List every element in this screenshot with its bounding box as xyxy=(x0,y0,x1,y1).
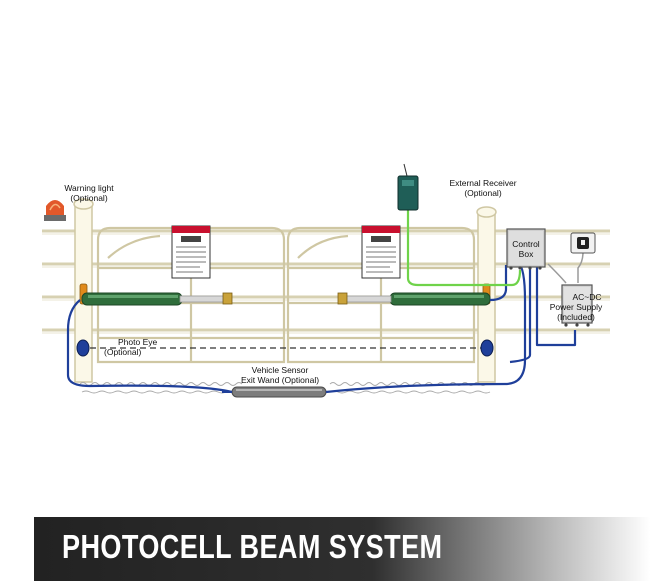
power-supply-label-line2: Power Supply xyxy=(549,302,603,312)
control-box-label: Control Box xyxy=(507,239,545,259)
photo-eye-left-icon xyxy=(76,339,90,357)
wiring-blue xyxy=(66,261,577,394)
external-receiver-label-line1: External Receiver xyxy=(449,178,517,188)
warning-light-label-line2: (Optional) xyxy=(70,193,108,203)
power-supply-label-line1: AC~DC xyxy=(572,292,602,302)
external-receiver-icon xyxy=(397,163,419,211)
vehicle-sensor-label-line2: Exit Wand (Optional) xyxy=(240,375,320,385)
external-receiver-label: External Receiver (Optional) xyxy=(440,178,526,198)
wiring-green xyxy=(406,210,522,287)
external-receiver-label-line2: (Optional) xyxy=(464,188,502,198)
left-warning-sign xyxy=(171,225,211,279)
right-warning-sign xyxy=(361,225,401,279)
vehicle-sensor-wand xyxy=(222,386,327,398)
photo-eye-label-line2: (Optional) xyxy=(104,347,142,357)
photo-eye-label: Photo Eye (Optional) xyxy=(104,337,164,357)
control-box-icon xyxy=(506,228,546,270)
warning-light-icon xyxy=(44,200,66,221)
power-supply-label-line3: (Included) xyxy=(557,312,595,322)
photo-eye-label-line1: Photo Eye xyxy=(118,337,158,347)
left-opener-arm xyxy=(81,292,233,306)
control-box-label-line2: Box xyxy=(518,249,534,259)
right-opener-arm xyxy=(337,292,491,306)
power-outlet-icon xyxy=(570,232,596,254)
power-supply-label: AC~DC Power Supply (Included) xyxy=(540,292,612,322)
wiring-grey xyxy=(547,251,584,284)
power-supply-icon xyxy=(561,284,593,327)
photo-eye-right-icon xyxy=(480,339,494,357)
vehicle-sensor-label-line1: Vehicle Sensor xyxy=(251,365,309,375)
title-banner: PHOTOCELL BEAM SYSTEM xyxy=(34,517,650,581)
control-box-label-line1: Control xyxy=(512,239,540,249)
banner-title: PHOTOCELL BEAM SYSTEM xyxy=(62,528,443,565)
warning-light-label-line1: Warning light xyxy=(64,183,114,193)
vehicle-sensor-label: Vehicle Sensor Exit Wand (Optional) xyxy=(230,365,330,385)
warning-light-label: Warning light (Optional) xyxy=(54,183,124,203)
